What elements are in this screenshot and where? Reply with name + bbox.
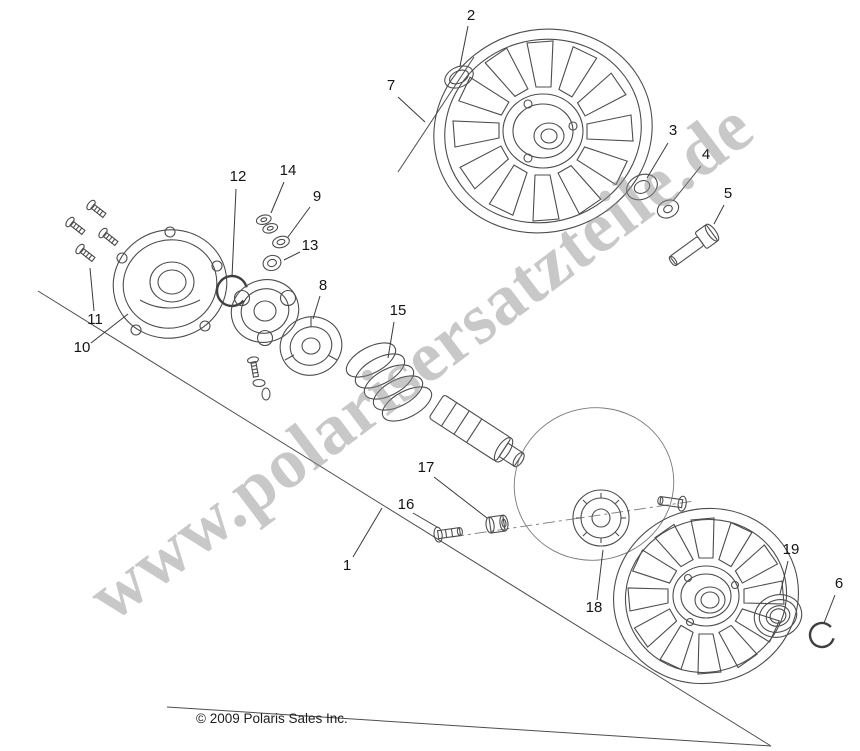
watermark: www.polarisersatzteile.de bbox=[74, 86, 768, 637]
callout-3: 3 bbox=[669, 122, 677, 139]
copyright-text: © 2009 Polaris Sales Inc. bbox=[196, 711, 348, 726]
cam-hardware bbox=[246, 355, 271, 401]
washer-4 bbox=[656, 199, 680, 219]
snap-ring-12 bbox=[215, 274, 249, 308]
bearing-19 bbox=[753, 594, 803, 638]
callout-7: 7 bbox=[387, 77, 395, 94]
callout-14: 14 bbox=[280, 162, 297, 179]
callout-10: 10 bbox=[74, 339, 91, 356]
callout-17: 17 bbox=[418, 459, 435, 476]
callout-16: 16 bbox=[398, 496, 415, 513]
clutch-sheave-rear bbox=[433, 28, 653, 234]
washers-14 bbox=[255, 214, 279, 234]
washer-2 bbox=[444, 65, 474, 89]
bushing-17 bbox=[485, 514, 509, 534]
snap-ring-6 bbox=[808, 621, 836, 649]
callout-5: 5 bbox=[724, 185, 732, 202]
helix-8 bbox=[279, 316, 343, 376]
callout-2: 2 bbox=[467, 7, 475, 24]
bolt-16 bbox=[433, 526, 463, 543]
bearing-13 bbox=[262, 254, 282, 272]
shaft-spacer bbox=[429, 395, 525, 468]
washer-3 bbox=[626, 173, 658, 201]
spring-15 bbox=[345, 342, 433, 422]
callout-11: 11 bbox=[87, 311, 103, 328]
callout-6: 6 bbox=[835, 575, 843, 592]
sheave-disc-18 bbox=[513, 407, 675, 561]
leader-lines bbox=[89, 25, 836, 624]
callout-labels: 1 2 3 4 5 6 7 8 9 10 11 12 13 14 15 16 1… bbox=[74, 7, 844, 616]
clutch-sheave-front bbox=[613, 507, 799, 685]
callout-12: 12 bbox=[230, 168, 247, 185]
screws-11 bbox=[63, 198, 121, 265]
callout-8: 8 bbox=[319, 277, 327, 294]
roller-cam-assembly bbox=[230, 279, 300, 347]
cover-plate-10 bbox=[112, 226, 228, 339]
callout-13: 13 bbox=[302, 237, 319, 254]
callout-4: 4 bbox=[702, 146, 710, 163]
callout-18: 18 bbox=[586, 599, 603, 616]
callout-15: 15 bbox=[390, 302, 407, 319]
callout-19: 19 bbox=[783, 541, 800, 558]
assembly-bracket-lines bbox=[37, 290, 772, 747]
retainer-9 bbox=[272, 235, 290, 249]
callout-1: 1 bbox=[343, 557, 351, 574]
callout-9: 9 bbox=[313, 188, 321, 205]
bolt-5 bbox=[668, 223, 720, 267]
